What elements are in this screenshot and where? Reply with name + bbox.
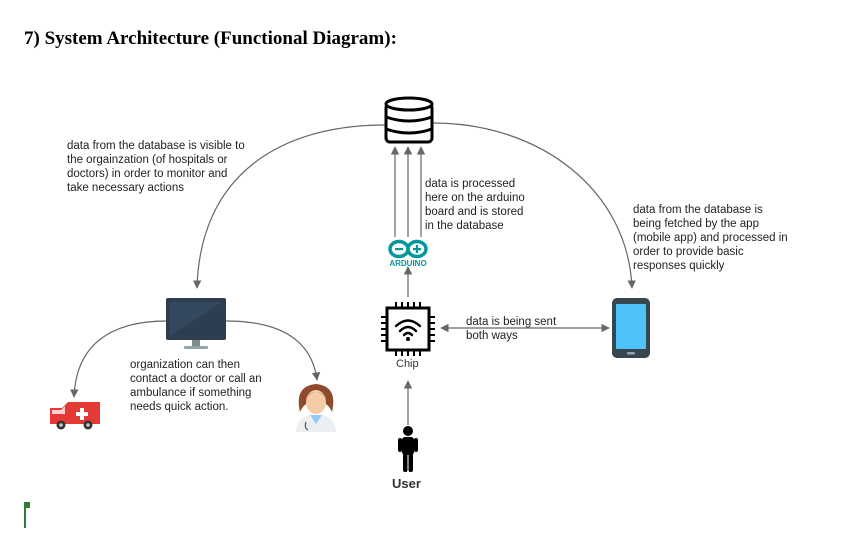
user-icon bbox=[398, 426, 418, 472]
user-label: User bbox=[392, 476, 421, 491]
db-to-monitor-arrow bbox=[193, 124, 386, 289]
note-arduino: data is processed here on the arduino bo… bbox=[425, 178, 525, 232]
note-app: data from the database is being fetched … bbox=[633, 204, 788, 272]
monitor-to-doctor-arrow bbox=[225, 320, 321, 381]
page-title: 7) System Architecture (Functional Diagr… bbox=[24, 28, 397, 49]
database-icon bbox=[384, 96, 434, 144]
note-org-view: data from the database is visible to the… bbox=[67, 140, 245, 194]
arduino-icon: ARDUINO bbox=[388, 239, 428, 268]
chip-label: Chip bbox=[396, 358, 419, 370]
connectors bbox=[70, 122, 636, 425]
monitor-icon bbox=[166, 298, 226, 349]
note-organization-action: organization can then contact a doctor o… bbox=[130, 359, 262, 413]
doctor-icon bbox=[296, 384, 336, 432]
db-to-phone-arrow bbox=[432, 122, 636, 289]
ambulance-icon bbox=[50, 402, 100, 430]
svg-text:ARDUINO: ARDUINO bbox=[389, 259, 426, 268]
text-cursor-marker bbox=[24, 502, 30, 528]
monitor-to-ambulance-arrow bbox=[70, 320, 168, 398]
chip-icon bbox=[381, 302, 435, 356]
note-both-ways: data is being sent both ways bbox=[466, 316, 557, 342]
phone-icon bbox=[612, 298, 650, 358]
